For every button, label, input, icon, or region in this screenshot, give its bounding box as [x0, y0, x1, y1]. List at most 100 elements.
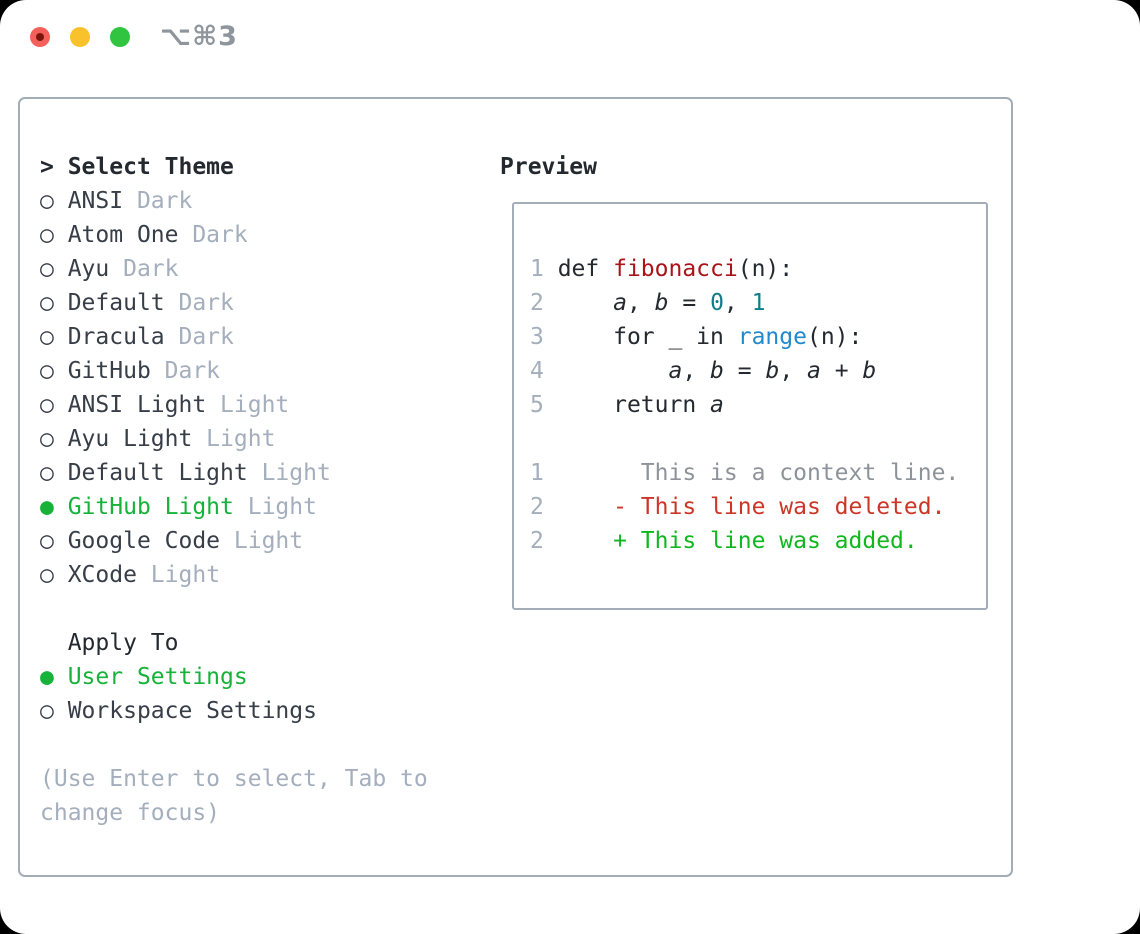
line-number: 2 — [530, 290, 558, 316]
token-plain: , — [723, 290, 752, 316]
radio-icon: ○ — [40, 256, 68, 282]
line-number — [530, 426, 558, 452]
close-button[interactable] — [30, 27, 50, 47]
apply-to-list: ● User Settings○ Workspace Settings — [40, 660, 500, 728]
token-plain: = — [668, 290, 711, 316]
token-var: b — [765, 358, 780, 384]
theme-item-google-code[interactable]: ○ Google Code Light — [40, 524, 500, 558]
blank-line — [530, 422, 986, 456]
apply-item-workspace-settings[interactable]: ○ Workspace Settings — [40, 694, 500, 728]
spacer — [40, 728, 500, 762]
diff-deleted-line: 2 - This line was deleted. — [530, 490, 986, 524]
zoom-button[interactable] — [110, 27, 130, 47]
token-plain — [558, 290, 613, 316]
theme-item-default[interactable]: ○ Default Dark — [40, 286, 500, 320]
token-call: range — [737, 324, 807, 350]
radio-icon: ○ — [40, 222, 68, 248]
help-text: (Use Enter to select, Tab to change focu… — [40, 766, 428, 826]
theme-variant-badge: Dark — [164, 324, 234, 350]
theme-variant-badge: Light — [233, 494, 317, 520]
caret-icon: > — [40, 154, 68, 180]
minimize-button[interactable] — [70, 27, 90, 47]
apply-item-user-settings[interactable]: ● User Settings — [40, 660, 500, 694]
token-plain: (n): — [806, 324, 863, 350]
theme-label: Ayu — [67, 256, 110, 282]
spacer — [40, 592, 500, 626]
token-plain: , — [682, 358, 711, 384]
token-plain: def — [557, 256, 614, 282]
theme-item-ansi[interactable]: ○ ANSI Dark — [40, 184, 500, 218]
close-dot-icon — [36, 33, 44, 41]
token-func: fibonacci — [613, 256, 738, 282]
theme-label: GitHub Light — [67, 494, 234, 520]
token-plain: + — [820, 358, 863, 384]
theme-picker-header: > Select Theme — [40, 150, 500, 184]
token-plain: (n): — [737, 256, 794, 282]
theme-label: Default — [67, 290, 165, 316]
radio-icon: ○ — [40, 460, 68, 486]
line-number: 2 — [530, 528, 558, 554]
token-var: b — [862, 358, 877, 384]
theme-variant-badge: Light — [247, 460, 331, 486]
theme-picker-column: > Select Theme ○ ANSI Dark○ Atom One Dar… — [40, 150, 500, 830]
theme-variant-badge: Light — [206, 392, 290, 418]
theme-variant-badge: Dark — [109, 256, 179, 282]
token-var: a — [613, 290, 627, 316]
apply-to-header: Apply To — [40, 626, 500, 660]
theme-item-default-light[interactable]: ○ Default Light Light — [40, 456, 500, 490]
diff-added-line: 2 + This line was added. — [530, 524, 986, 558]
token-var: a — [807, 358, 821, 384]
preview-header: Preview — [500, 154, 597, 180]
theme-label: Atom One — [67, 222, 179, 248]
line-number: 4 — [530, 358, 558, 384]
token-var: a — [710, 392, 724, 418]
token-plain: , — [626, 290, 655, 316]
radio-icon: ○ — [40, 290, 68, 316]
theme-label: ANSI Light — [67, 392, 207, 418]
theme-list: ○ ANSI Dark○ Atom One Dark○ Ayu Dark○ De… — [40, 184, 500, 592]
theme-item-dracula[interactable]: ○ Dracula Dark — [40, 320, 500, 354]
diff-context-line: 1 This is a context line. — [530, 456, 986, 490]
token-var: b — [710, 358, 724, 384]
token-plain: = — [723, 358, 766, 384]
theme-variant-badge: Dark — [178, 222, 248, 248]
code-line: 4 a, b = b, a + b — [530, 354, 986, 388]
line-number: 2 — [530, 494, 558, 520]
code-line: 5 return a — [530, 388, 986, 422]
line-number: 1 — [530, 256, 558, 282]
token-add: + This line was added. — [557, 528, 918, 554]
theme-item-github[interactable]: ○ GitHub Dark — [40, 354, 500, 388]
theme-label: GitHub — [67, 358, 151, 384]
radio-selected-icon: ● — [40, 494, 68, 520]
theme-item-github-light[interactable]: ● GitHub Light Light — [40, 490, 500, 524]
titlebar: ⌥⌘3 — [0, 0, 1140, 70]
theme-label: ANSI — [67, 188, 124, 214]
radio-icon: ○ — [40, 562, 68, 588]
apply-label: User Settings — [67, 664, 248, 690]
radio-icon: ○ — [40, 324, 68, 350]
token-ctx: This is a context line. — [557, 460, 960, 486]
theme-label: Dracula — [67, 324, 165, 350]
apply-label: Workspace Settings — [67, 698, 317, 724]
main-panel: > Select Theme ○ ANSI Dark○ Atom One Dar… — [18, 97, 1013, 877]
theme-label: Ayu Light — [67, 426, 193, 452]
theme-variant-badge: Light — [192, 426, 276, 452]
token-num: 1 — [751, 290, 766, 316]
token-plain — [558, 358, 669, 384]
theme-item-atom-one[interactable]: ○ Atom One Dark — [40, 218, 500, 252]
radio-selected-icon: ● — [40, 664, 68, 690]
line-number: 5 — [530, 392, 558, 418]
token-plain: return — [557, 392, 711, 418]
theme-item-ayu[interactable]: ○ Ayu Dark — [40, 252, 500, 286]
token-plain: , — [779, 358, 808, 384]
radio-icon: ○ — [40, 358, 68, 384]
token-var: b — [654, 290, 669, 316]
theme-item-ayu-light[interactable]: ○ Ayu Light Light — [40, 422, 500, 456]
theme-item-xcode[interactable]: ○ XCode Light — [40, 558, 500, 592]
apply-to-title: Apply To — [67, 630, 179, 656]
token-del: - This line was deleted. — [557, 494, 946, 520]
radio-icon: ○ — [40, 392, 68, 418]
theme-item-ansi-light[interactable]: ○ ANSI Light Light — [40, 388, 500, 422]
